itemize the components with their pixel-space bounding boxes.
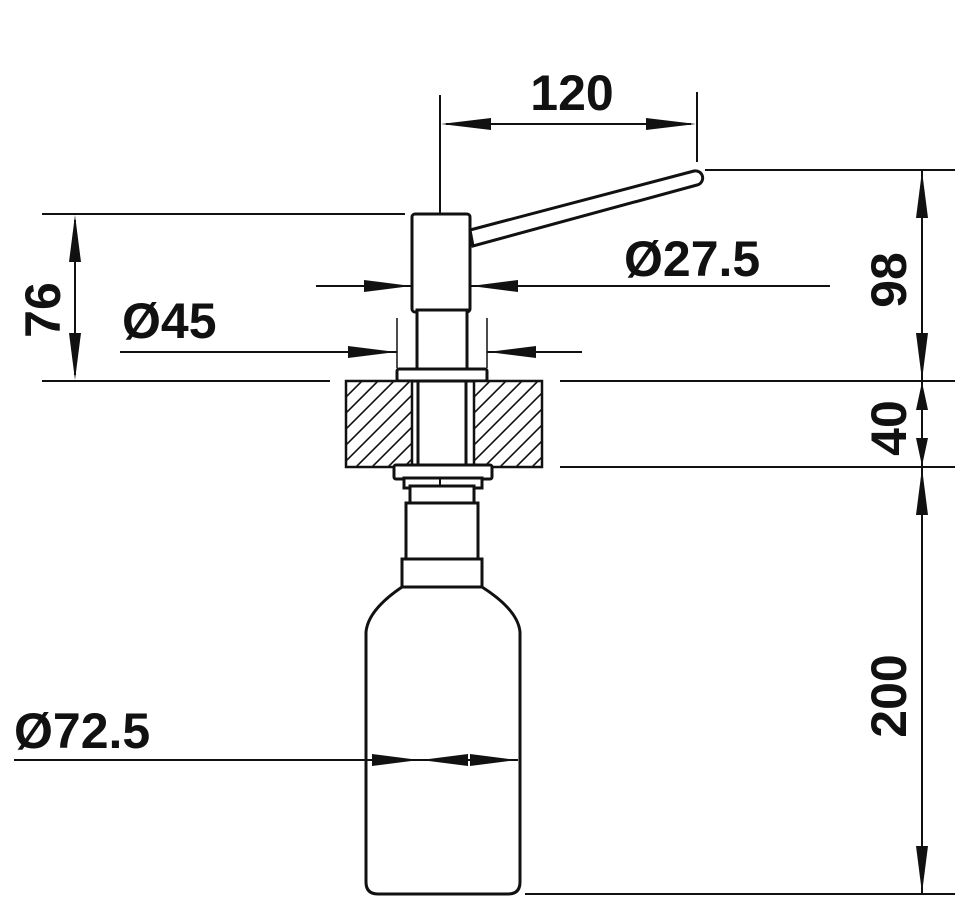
hatch-line (580, 381, 666, 467)
hatch-line (612, 381, 698, 467)
countertop-section (344, 379, 714, 492)
dim-label-120: 120 (530, 65, 613, 121)
countertop-left (344, 379, 414, 469)
dim-label-45: Ø45 (122, 293, 217, 349)
dim-lever-diameter: Ø27.5 (316, 231, 830, 292)
hatch-line (628, 381, 714, 467)
hatch-line (346, 381, 363, 399)
hatch-line (346, 381, 411, 447)
hatching-right (474, 381, 714, 467)
head-body (410, 212, 472, 314)
dim-right-stack: 98 40 200 (525, 169, 955, 895)
hatch-line (346, 393, 412, 463)
hatch-line (515, 439, 542, 467)
hatch-line (474, 391, 542, 463)
dim-label-40: 40 (861, 400, 917, 456)
bottle-connector (408, 484, 476, 506)
hatch-line (474, 381, 507, 415)
dim-label-200: 200 (861, 654, 917, 737)
hatch-line (346, 381, 347, 383)
dim-label-98: 98 (861, 252, 917, 308)
hatch-line (548, 381, 634, 467)
hatch-line (371, 425, 412, 467)
hatch-line (355, 409, 412, 467)
hatch-line (483, 407, 542, 467)
lever-spout (468, 169, 705, 248)
dim-label-76: 76 (15, 282, 71, 338)
bottle-body (364, 585, 522, 896)
dim-head-height: 76 (15, 213, 405, 382)
bottle-neck (404, 501, 480, 563)
dim-bottle-diameter: Ø72.5 (14, 703, 518, 766)
hatching-left (346, 381, 412, 467)
head-neck (415, 308, 469, 372)
hatch-line (346, 381, 395, 431)
dim-label-27-5: Ø27.5 (624, 231, 760, 287)
dispenser-head (395, 169, 705, 383)
dim-lever-length: 120 (439, 65, 698, 214)
hatch-line (499, 423, 542, 467)
hatch-line (474, 381, 539, 447)
dim-label-72-5: Ø72.5 (14, 703, 150, 759)
hatch-line (531, 455, 542, 467)
shank (416, 379, 468, 473)
hatch-line (346, 381, 379, 415)
hatch-line (596, 381, 682, 467)
flange (395, 367, 489, 383)
hatch-line (387, 441, 412, 467)
hatch-line (474, 381, 491, 399)
hatch-line (474, 381, 523, 431)
dim-body-diameter: Ø45 (120, 293, 582, 368)
hatch-line (564, 381, 650, 467)
bottle-cap (400, 557, 484, 589)
bottle (364, 484, 522, 896)
